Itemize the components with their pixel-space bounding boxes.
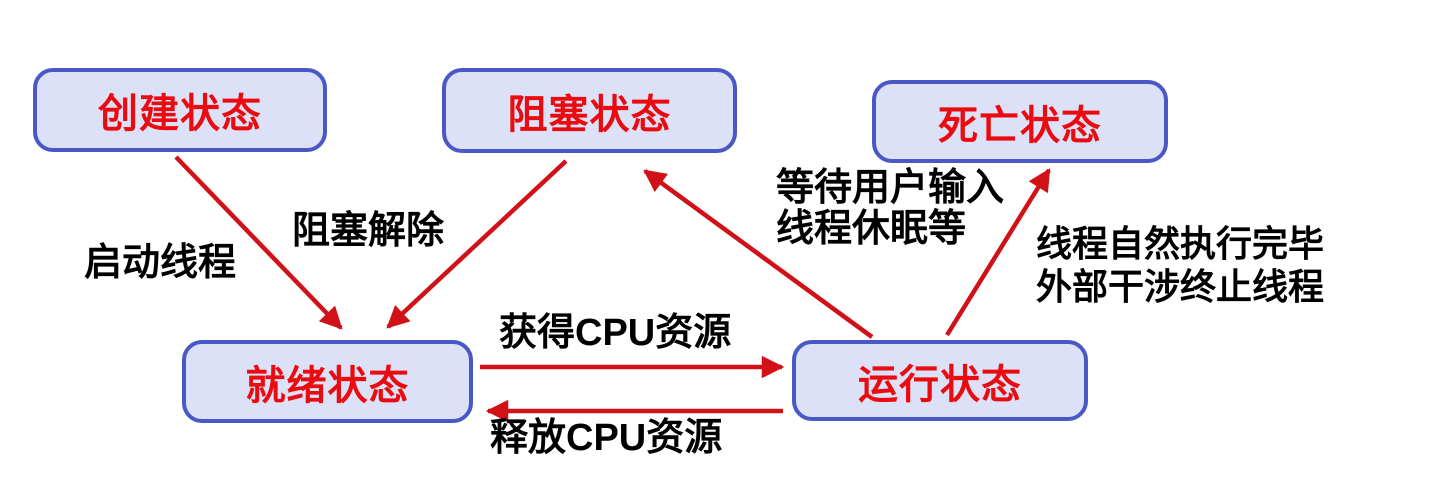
edge-label-block-line2: 线程休眠等 [776, 208, 967, 250]
edge-label-acquire-cpu: 获得CPU资源 [499, 312, 732, 354]
state-node-dead: 死亡状态 [872, 80, 1168, 163]
state-node-ready: 就绪状态 [182, 340, 473, 423]
state-label-running: 运行状态 [858, 362, 1022, 407]
edge-label-terminate: 线程自然执行完毕 外部干涉终止线程 [1036, 222, 1324, 308]
arrow-terminate [945, 168, 1051, 337]
state-node-created: 创建状态 [33, 68, 327, 152]
state-label-blocked: 阻塞状态 [507, 92, 672, 137]
edge-label-block: 等待用户输入 线程休眠等 [776, 168, 1004, 250]
arrow-block [643, 169, 874, 339]
arrow-unblock [386, 159, 568, 329]
state-label-created: 创建状态 [98, 92, 262, 136]
edge-label-release-cpu: 释放CPU资源 [490, 417, 723, 459]
edge-label-unblock: 阻塞解除 [292, 210, 445, 252]
state-node-blocked: 阻塞状态 [442, 68, 737, 153]
state-node-running: 运行状态 [792, 340, 1088, 421]
state-label-ready: 就绪状态 [245, 363, 410, 408]
edge-label-start-thread: 启动线程 [84, 242, 237, 284]
edge-label-terminate-line1: 线程自然执行完毕 [1036, 223, 1325, 264]
arrow-start-thread [174, 155, 343, 330]
edge-label-terminate-line2: 外部干涉终止线程 [1036, 266, 1325, 307]
state-label-dead: 死亡状态 [938, 103, 1102, 148]
edge-label-block-line1: 等待用户输入 [776, 167, 1005, 209]
